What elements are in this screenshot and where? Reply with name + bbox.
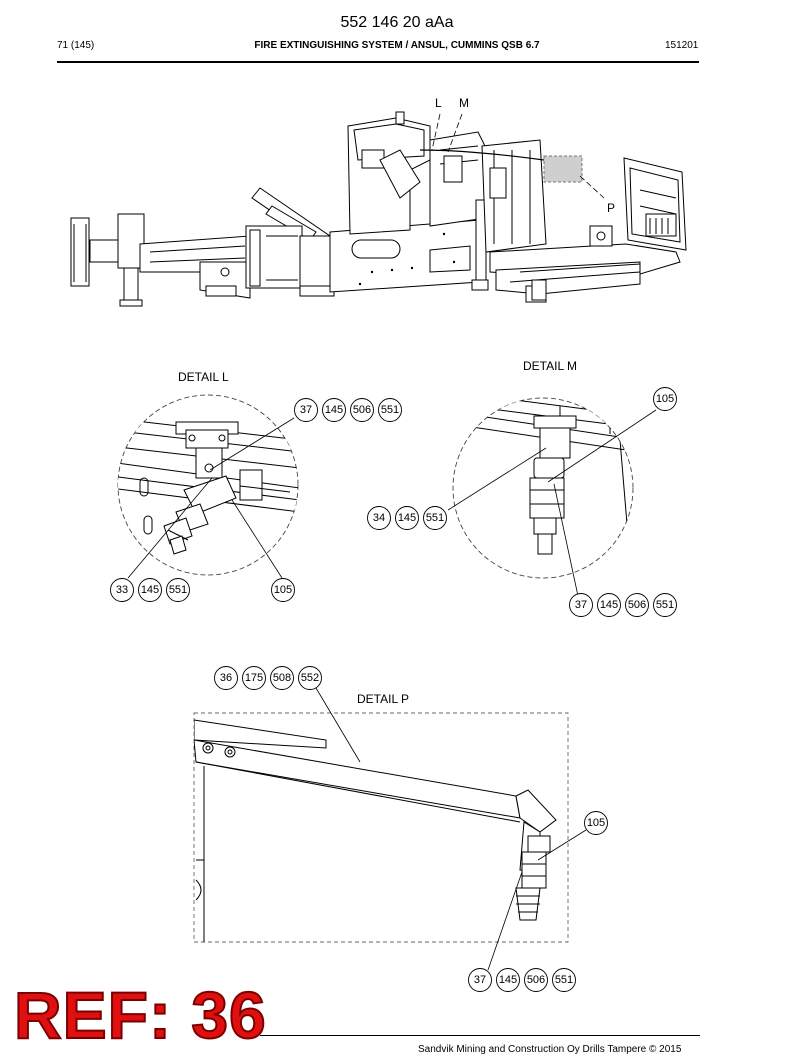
balloon-number: 36 <box>219 672 233 684</box>
balloon-number: 105 <box>273 584 293 596</box>
balloon-number: 506 <box>526 974 546 986</box>
balloon-number: 552 <box>300 672 320 684</box>
callout-p: P <box>607 201 616 215</box>
section-title: FIRE EXTINGUISHING SYSTEM / ANSUL, CUMMI… <box>254 40 540 51</box>
detail-m-drawing <box>447 397 657 597</box>
detail-p-drawing <box>193 687 587 971</box>
balloon-number: 508 <box>272 672 292 684</box>
balloon-number: 145 <box>324 404 344 416</box>
balloon-number: 37 <box>473 974 487 986</box>
footer-copyright: Sandvik Mining and Construction Oy Drill… <box>418 1044 682 1055</box>
detail-l-title: DETAIL L <box>178 370 229 384</box>
balloon-number: 105 <box>586 817 606 829</box>
document-code: 151201 <box>665 40 699 51</box>
reference-stamp: REF: 36 <box>13 978 267 1052</box>
balloons <box>110 387 677 992</box>
balloon-number: 145 <box>140 584 160 596</box>
detail-p-title: DETAIL P <box>357 692 410 706</box>
balloon-number: 37 <box>574 599 588 611</box>
balloon-number: 145 <box>599 599 619 611</box>
balloon-number: 551 <box>655 599 675 611</box>
balloon-number: 551 <box>168 584 188 596</box>
balloon-number: 551 <box>425 512 445 524</box>
balloon-number: 33 <box>115 584 129 596</box>
header-rule <box>57 61 699 63</box>
balloon-number: 506 <box>352 404 372 416</box>
balloon-number: 145 <box>397 512 417 524</box>
page-info: 71 (145) <box>57 40 95 51</box>
balloon-number: 506 <box>627 599 647 611</box>
balloon-number: 551 <box>554 974 574 986</box>
balloon-number: 34 <box>372 512 386 524</box>
balloon-number: 145 <box>498 974 518 986</box>
footer-rule <box>260 1035 700 1036</box>
callout-l: L <box>435 96 442 110</box>
machine-overview <box>70 111 687 307</box>
balloon-number: 175 <box>244 672 264 684</box>
document-number: 552 146 20 aAa <box>340 14 454 31</box>
callout-m: M <box>459 96 469 110</box>
detail-l-drawing <box>117 394 299 579</box>
detail-m-title: DETAIL M <box>523 359 578 373</box>
balloon-number: 551 <box>380 404 400 416</box>
balloon-number: 105 <box>655 393 675 405</box>
balloon-number: 37 <box>299 404 313 416</box>
